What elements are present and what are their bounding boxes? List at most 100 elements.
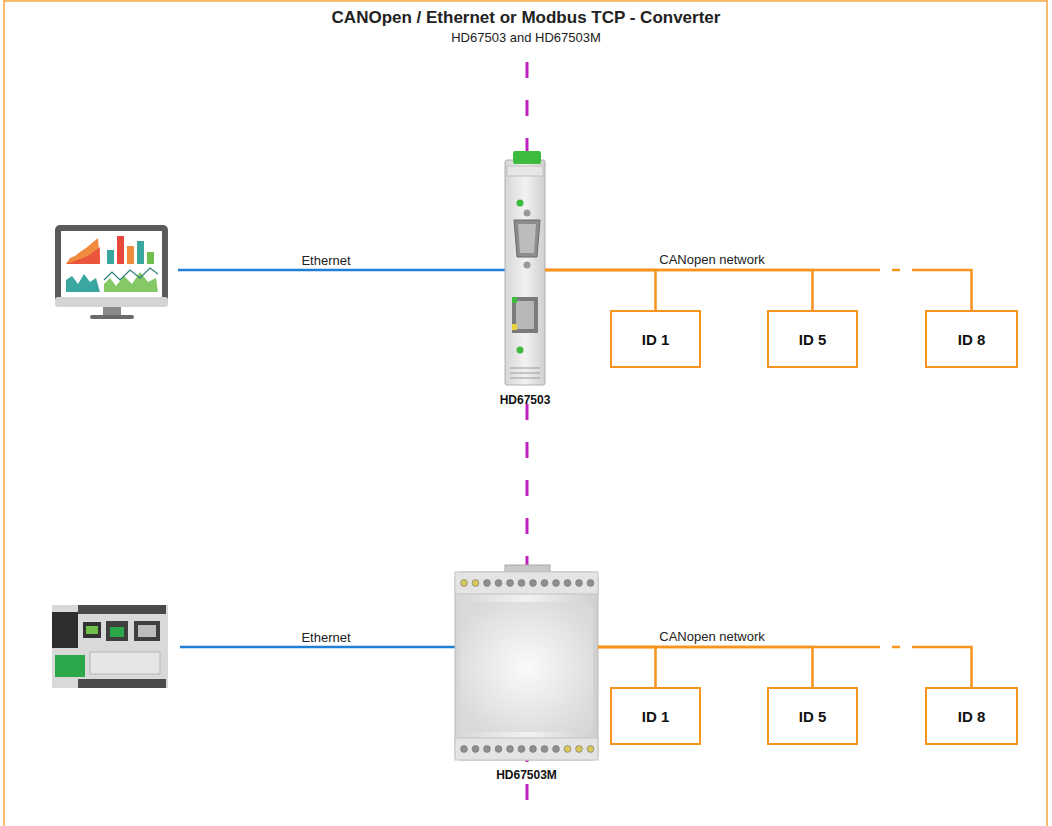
plc-icon-part: [106, 621, 128, 641]
converter-device: HD67503M: [455, 572, 598, 760]
monitor-icon-part: [55, 297, 168, 307]
terminal-row-part: [461, 746, 468, 753]
converter-device-hd67503m-part: [460, 602, 593, 732]
terminal-row-part: [553, 746, 560, 753]
canopen-bus-line: [598, 647, 972, 687]
terminal-row-part: [541, 580, 548, 587]
plc-icon-part: [55, 655, 85, 677]
node-id: ID 8: [958, 708, 986, 725]
terminal-row-part: [472, 580, 479, 587]
ethernet-cable-part: [180, 646, 455, 649]
converter-device-hd67503-part: [514, 220, 540, 257]
terminal-row-part: [518, 580, 525, 587]
plc-icon-part: [134, 621, 160, 641]
converter-device: HD67503: [505, 155, 545, 385]
ethernet-cable-part: [178, 269, 505, 272]
converter-device-hd67503-part: [513, 151, 541, 164]
subtitle: HD67503 and HD67503M: [451, 30, 601, 45]
node-id: ID 5: [799, 331, 827, 348]
plc-icon-part: [90, 652, 160, 674]
plc-icon-part: [78, 605, 166, 614]
monitor-icon-part: [107, 250, 114, 264]
plc-icon-part: [138, 625, 156, 637]
canopen-node-box: ID 8: [925, 687, 1018, 745]
terminal-row-part: [587, 580, 594, 587]
diagram-title: CANOpen / Ethernet or Modbus TCP - Conve…: [332, 8, 721, 28]
plc-icon-part: [52, 612, 78, 648]
converter-device-hd67503-part: [517, 347, 524, 354]
bus-continuation-break-part: [880, 265, 912, 275]
terminal-row-part: [518, 746, 525, 753]
terminal-row-part: [484, 746, 491, 753]
terminal-row-part: [507, 746, 514, 753]
converter-device-hd67503-part: [510, 368, 540, 369]
converter-device-hd67503m-part: [455, 738, 598, 760]
converter-device-hd67503-part: [512, 324, 517, 330]
plc-icon-part: [86, 626, 98, 634]
canopen-bus-line: [598, 647, 813, 687]
node-id: ID 5: [799, 708, 827, 725]
terminal-row-part: [530, 580, 537, 587]
plc-icon-part: [78, 679, 166, 688]
canopen-bus-line: [545, 270, 813, 310]
terminal-row-part: [576, 580, 583, 587]
network-label: CANopen network: [659, 252, 765, 267]
terminal-row-part: [461, 580, 468, 587]
plc-icon-part: [110, 627, 124, 637]
plc-icon-part: [52, 605, 168, 688]
bus-continuation-break-part: [892, 646, 900, 649]
converter-device-hd67503-part: [512, 297, 517, 303]
page-frame-part: [3, 0, 5, 826]
converter-device-hd67503-part: [510, 373, 540, 374]
terminal-row-part: [587, 746, 594, 753]
converter-device-hd67503-part: [507, 166, 543, 176]
canopen-bus-line: [598, 647, 656, 687]
canopen-node-box: ID 5: [767, 687, 858, 745]
terminal-row-part: [472, 746, 479, 753]
monitor-icon-part: [66, 247, 100, 264]
converter-device-hd67503-part: [512, 297, 538, 333]
device-name: HD67503: [500, 393, 551, 407]
canopen-node-box: ID 5: [767, 310, 858, 368]
converter-device-hd67503m-part: [455, 572, 598, 594]
terminal-row-part: [484, 580, 491, 587]
monitor-icon-part: [61, 231, 162, 297]
monitor-icon-part: [127, 246, 134, 264]
terminal-row-part: [564, 580, 571, 587]
converter-device-hd67503m-part: [455, 572, 598, 760]
terminal-row-part: [495, 580, 502, 587]
converter-device-hd67503-part: [516, 301, 534, 329]
canopen-node-box: ID 8: [925, 310, 1018, 368]
node-id: ID 1: [642, 708, 670, 725]
converter-device-hd67503m: [455, 565, 598, 760]
monitor-icon-part: [90, 315, 134, 319]
terminal-row-part: [576, 746, 583, 753]
monitor-icon-part: [55, 225, 168, 307]
monitor-icon-part: [137, 241, 144, 264]
monitor-icon-part: [104, 268, 158, 280]
terminal-row-part: [564, 746, 571, 753]
terminal-row-part: [530, 746, 537, 753]
monitor-icon-part: [147, 252, 154, 264]
terminal-row: [461, 746, 594, 753]
converter-device-hd67503-part: [518, 224, 536, 253]
canopen-node-box: ID 1: [610, 310, 701, 368]
node-id: ID 1: [642, 331, 670, 348]
page-frame-part: [1046, 0, 1048, 826]
terminal-row-part: [495, 746, 502, 753]
converter-device-hd67503: [505, 151, 545, 385]
terminal-row: [461, 580, 594, 587]
converter-device-hd67503-part: [524, 210, 531, 217]
converter-device-hd67503-part: [517, 200, 524, 207]
monitor-icon-part: [66, 238, 100, 264]
monitor-icon-part: [104, 272, 158, 292]
node-id: ID 8: [958, 331, 986, 348]
canopen-bus-line: [545, 270, 656, 310]
link-label: Ethernet: [301, 630, 350, 645]
monitor-icon-part: [103, 307, 121, 316]
monitor-icon-part: [66, 274, 100, 292]
